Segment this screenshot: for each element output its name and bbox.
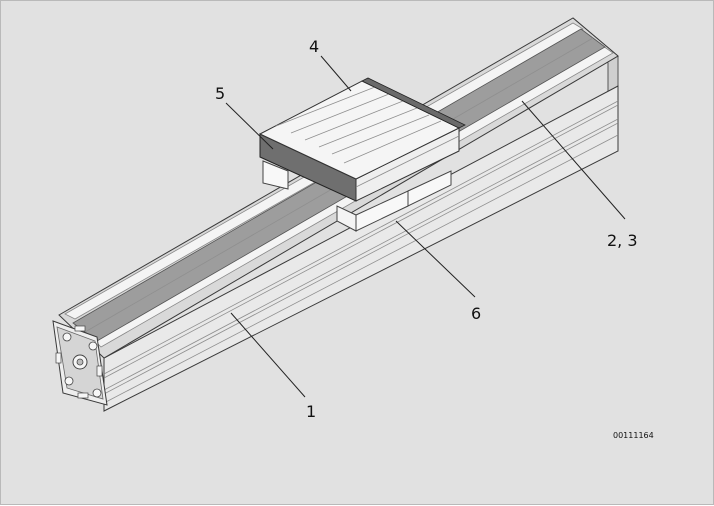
document-id: 00111164 — [613, 431, 654, 440]
callout-5: 5 — [215, 84, 225, 103]
carriage — [258, 77, 466, 232]
callout-2-3: 2, 3 — [607, 231, 638, 250]
leader-line-2-3 — [521, 100, 626, 220]
leader-line-1 — [230, 312, 306, 398]
leader-line-6 — [395, 220, 476, 298]
callout-6: 6 — [471, 304, 481, 323]
leader-line-4 — [320, 55, 352, 92]
leader-lines — [225, 55, 626, 398]
callout-1: 1 — [306, 402, 316, 421]
callout-4: 4 — [309, 37, 319, 56]
profile-end-face-icon — [52, 320, 108, 406]
leader-line-5 — [225, 102, 274, 150]
